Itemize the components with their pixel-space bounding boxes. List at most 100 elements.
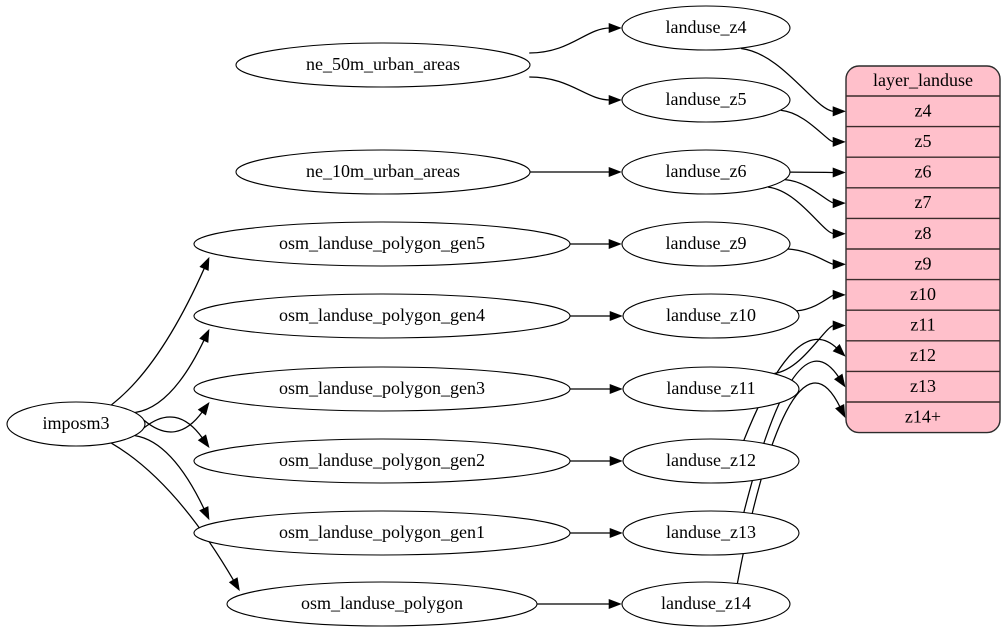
edge-arrowhead [609, 527, 623, 539]
node-shape-osm_landuse_polygon [226, 581, 538, 627]
edge-arrowhead [834, 373, 846, 388]
node-label-landuse_z13: landuse_z13 [666, 522, 756, 542]
layer-landuse-table: layer_landuse z4 z5 z6 z7 z8 z9 z10 z11 z12 z13 z14… [845, 65, 1001, 434]
node-landuse_z12[interactable]: landuse_z12 [622, 438, 800, 484]
edge-arrowhead [608, 598, 622, 610]
edge-arrowhead [608, 94, 622, 106]
layer-table-row-z6[interactable]: z6 [915, 162, 932, 182]
node-shape-landuse_z13 [622, 510, 800, 556]
layer-table-row-z8[interactable]: z8 [915, 223, 932, 243]
node-shape-landuse_z6 [621, 149, 791, 195]
edge-arrowhead [609, 383, 623, 395]
node-shape-landuse_z14 [621, 581, 791, 627]
node-osm_landuse_polygon_gen2[interactable]: osm_landuse_polygon_gen2 [193, 438, 571, 484]
edge-arrowhead [228, 577, 240, 592]
node-ne_10m_urban_areas[interactable]: ne_10m_urban_areas [235, 149, 531, 195]
node-landuse_z9[interactable]: landuse_z9 [621, 221, 791, 267]
layer-table-row-z10[interactable]: z10 [910, 284, 936, 304]
node-landuse_z5[interactable]: landuse_z5 [621, 77, 791, 123]
node-osm_landuse_polygon_gen4[interactable]: osm_landuse_polygon_gen4 [193, 293, 571, 339]
node-osm_landuse_polygon_gen5[interactable]: osm_landuse_polygon_gen5 [193, 221, 571, 267]
edge-ne_50m_urban_areas-to-landuse_z5 [529, 76, 611, 101]
edge-imposm3-to-osm_landuse_polygon_gen4 [135, 339, 205, 414]
node-shape-osm_landuse_polygon_gen4 [193, 293, 571, 339]
edge-arrowhead [608, 166, 622, 178]
nodes-layer: imposm3 ne_50m_urban_areas ne_10m_urban_ar… [6, 5, 800, 627]
edge-arrowhead [832, 289, 846, 300]
node-landuse_z14[interactable]: landuse_z14 [621, 581, 791, 627]
layer-table-row-z9[interactable]: z9 [915, 253, 932, 273]
edge-arrowhead [832, 198, 846, 209]
node-label-landuse_z5: landuse_z5 [666, 89, 747, 109]
node-label-osm_landuse_polygon: osm_landuse_polygon [301, 593, 463, 613]
node-landuse_z11[interactable]: landuse_z11 [622, 366, 800, 412]
node-label-landuse_z14: landuse_z14 [661, 593, 751, 613]
node-shape-osm_landuse_polygon_gen1 [193, 510, 571, 556]
node-label-landuse_z11: landuse_z11 [666, 378, 755, 398]
node-label-osm_landuse_polygon_gen5: osm_landuse_polygon_gen5 [279, 233, 485, 253]
edge-imposm3-to-osm_landuse_polygon [111, 442, 235, 582]
edge-arrowhead [197, 401, 210, 416]
node-landuse_z4[interactable]: landuse_z4 [621, 5, 791, 51]
node-shape-ne_10m_urban_areas [235, 149, 531, 195]
edge-arrowhead [197, 434, 210, 449]
edge-arrowhead [608, 238, 622, 250]
edge-landuse_z9-to-z9 [787, 248, 835, 265]
node-osm_landuse_polygon[interactable]: osm_landuse_polygon [226, 581, 538, 627]
node-shape-landuse_z11 [622, 366, 800, 412]
node-shape-imposm3 [6, 401, 146, 447]
edge-arrowhead [832, 167, 846, 178]
edge-imposm3-to-osm_landuse_polygon_gen2 [143, 416, 204, 439]
node-label-osm_landuse_polygon_gen1: osm_landuse_polygon_gen1 [279, 522, 485, 542]
node-shape-osm_landuse_polygon_gen5 [193, 221, 571, 267]
node-shape-landuse_z4 [621, 5, 791, 51]
edge-landuse_z10-to-z10 [796, 294, 835, 312]
edge-arrowhead [609, 310, 623, 322]
edge-landuse_z6-to-z8 [768, 186, 835, 235]
node-shape-landuse_z10 [622, 293, 800, 339]
node-landuse_z13[interactable]: landuse_z13 [622, 510, 800, 556]
edge-landuse_z6-to-z7 [784, 179, 835, 204]
node-osm_landuse_polygon_gen3[interactable]: osm_landuse_polygon_gen3 [193, 366, 571, 412]
edge-imposm3-to-osm_landuse_polygon_gen5 [111, 267, 206, 406]
node-landuse_z6[interactable]: landuse_z6 [621, 149, 791, 195]
node-ne_50m_urban_areas[interactable]: ne_50m_urban_areas [235, 42, 531, 88]
node-shape-landuse_z12 [622, 438, 800, 484]
layer-table-row-z14+[interactable]: z14+ [905, 406, 941, 426]
layer-table-row-z13[interactable]: z13 [910, 376, 936, 396]
node-label-imposm3: imposm3 [42, 413, 109, 433]
layer-table-row-z7[interactable]: z7 [915, 192, 932, 212]
layer-table-row-z4[interactable]: z4 [915, 100, 932, 120]
node-imposm3[interactable]: imposm3 [6, 401, 146, 447]
node-label-landuse_z12: landuse_z12 [666, 450, 756, 470]
edge-ne_50m_urban_areas-to-landuse_z4 [529, 27, 611, 54]
node-label-ne_50m_urban_areas: ne_50m_urban_areas [306, 54, 460, 74]
edge-imposm3-to-osm_landuse_polygon_gen1 [134, 434, 205, 510]
edge-landuse_z12-to-z12 [743, 338, 838, 441]
node-shape-ne_50m_urban_areas [235, 42, 531, 88]
node-landuse_z10[interactable]: landuse_z10 [622, 293, 800, 339]
node-shape-landuse_z5 [621, 77, 791, 123]
edge-arrowhead [832, 106, 846, 117]
layer-table-row-z12[interactable]: z12 [910, 345, 936, 365]
node-label-ne_10m_urban_areas: ne_10m_urban_areas [306, 161, 460, 181]
node-label-osm_landuse_polygon_gen3: osm_landuse_polygon_gen3 [279, 378, 485, 398]
edge-arrowhead [832, 228, 846, 239]
node-shape-osm_landuse_polygon_gen3 [193, 366, 571, 412]
edge-arrowhead [199, 506, 210, 521]
edges-layer [111, 22, 846, 610]
layer-table-row-z5[interactable]: z5 [915, 131, 932, 151]
layer-table-row-z11[interactable]: z11 [910, 315, 935, 335]
node-osm_landuse_polygon_gen1[interactable]: osm_landuse_polygon_gen1 [193, 510, 571, 556]
node-shape-landuse_z9 [621, 221, 791, 267]
edge-arrowhead [609, 455, 623, 467]
edge-arrowhead [199, 328, 210, 343]
edge-arrowhead [832, 320, 846, 331]
node-label-osm_landuse_polygon_gen2: osm_landuse_polygon_gen2 [279, 450, 485, 470]
edge-arrowhead [832, 259, 846, 270]
layer-table-header: layer_landuse [873, 70, 973, 90]
node-shape-osm_landuse_polygon_gen2 [193, 438, 571, 484]
edge-landuse_z11-to-z11 [774, 324, 835, 375]
